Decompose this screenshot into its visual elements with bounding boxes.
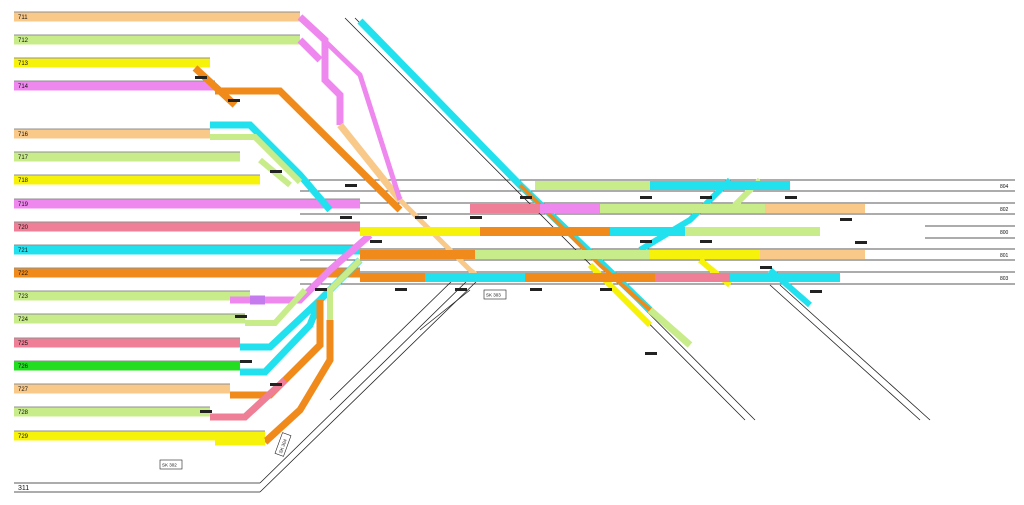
track-strip xyxy=(14,35,300,45)
track-label: 722 xyxy=(18,271,29,277)
box-label: SK 302 xyxy=(162,463,177,468)
signal-markers xyxy=(195,76,867,413)
right-track-label: 801 xyxy=(1000,253,1009,259)
track-label: 719 xyxy=(18,202,29,208)
track-strip xyxy=(14,407,210,417)
track-strip xyxy=(14,152,240,162)
track-strip xyxy=(14,361,240,371)
box-label-frame xyxy=(483,289,507,300)
track-label: 725 xyxy=(18,341,29,347)
track-label: 729 xyxy=(18,434,29,440)
track-strip xyxy=(14,384,230,394)
right-track-label: 804 xyxy=(1000,184,1009,190)
track-strip xyxy=(14,58,210,68)
track-label: 716 xyxy=(18,132,29,138)
track-label: 724 xyxy=(18,317,29,323)
right-track-segments xyxy=(360,181,865,282)
track-strip xyxy=(14,129,210,139)
track-label: 713 xyxy=(18,61,29,67)
track-label: 718 xyxy=(18,178,29,184)
box-label-frame xyxy=(159,459,183,470)
track-label: 721 xyxy=(18,248,29,254)
track-strip xyxy=(14,431,265,441)
track-label: 714 xyxy=(18,84,29,90)
route-ribbons xyxy=(192,14,812,446)
track-label: 712 xyxy=(18,38,29,44)
track-label: 727 xyxy=(18,387,29,393)
right-track-label: 803 xyxy=(1000,276,1009,282)
track-label: 726 xyxy=(18,364,29,370)
track-strip xyxy=(14,268,360,278)
diagram-labels: 711 712 713 714 716 717 718 719 720 721 722 723 724 7… xyxy=(18,15,1009,492)
track-strip xyxy=(14,175,260,185)
right-track-label: 802 xyxy=(1000,207,1009,213)
track-strip xyxy=(14,222,360,232)
box-label: SK 303 xyxy=(486,293,501,298)
track-strip xyxy=(14,338,240,348)
track-label: 711 xyxy=(18,15,28,21)
track-label-311: 311 xyxy=(18,485,29,492)
box-label-frame xyxy=(274,432,292,457)
track-label: 720 xyxy=(18,225,29,231)
track-strip xyxy=(14,245,360,255)
track-strip xyxy=(14,291,250,301)
track-label: 728 xyxy=(18,410,29,416)
track-strip xyxy=(14,314,245,324)
track-strip xyxy=(14,81,215,91)
track-strips xyxy=(14,11,360,441)
right-track-label: 800 xyxy=(1000,230,1009,236)
track-strip xyxy=(14,199,360,209)
track-label: 717 xyxy=(18,155,29,161)
track-strip xyxy=(14,12,300,22)
box-label: SK 304 xyxy=(278,438,288,454)
track-label: 723 xyxy=(18,294,29,300)
